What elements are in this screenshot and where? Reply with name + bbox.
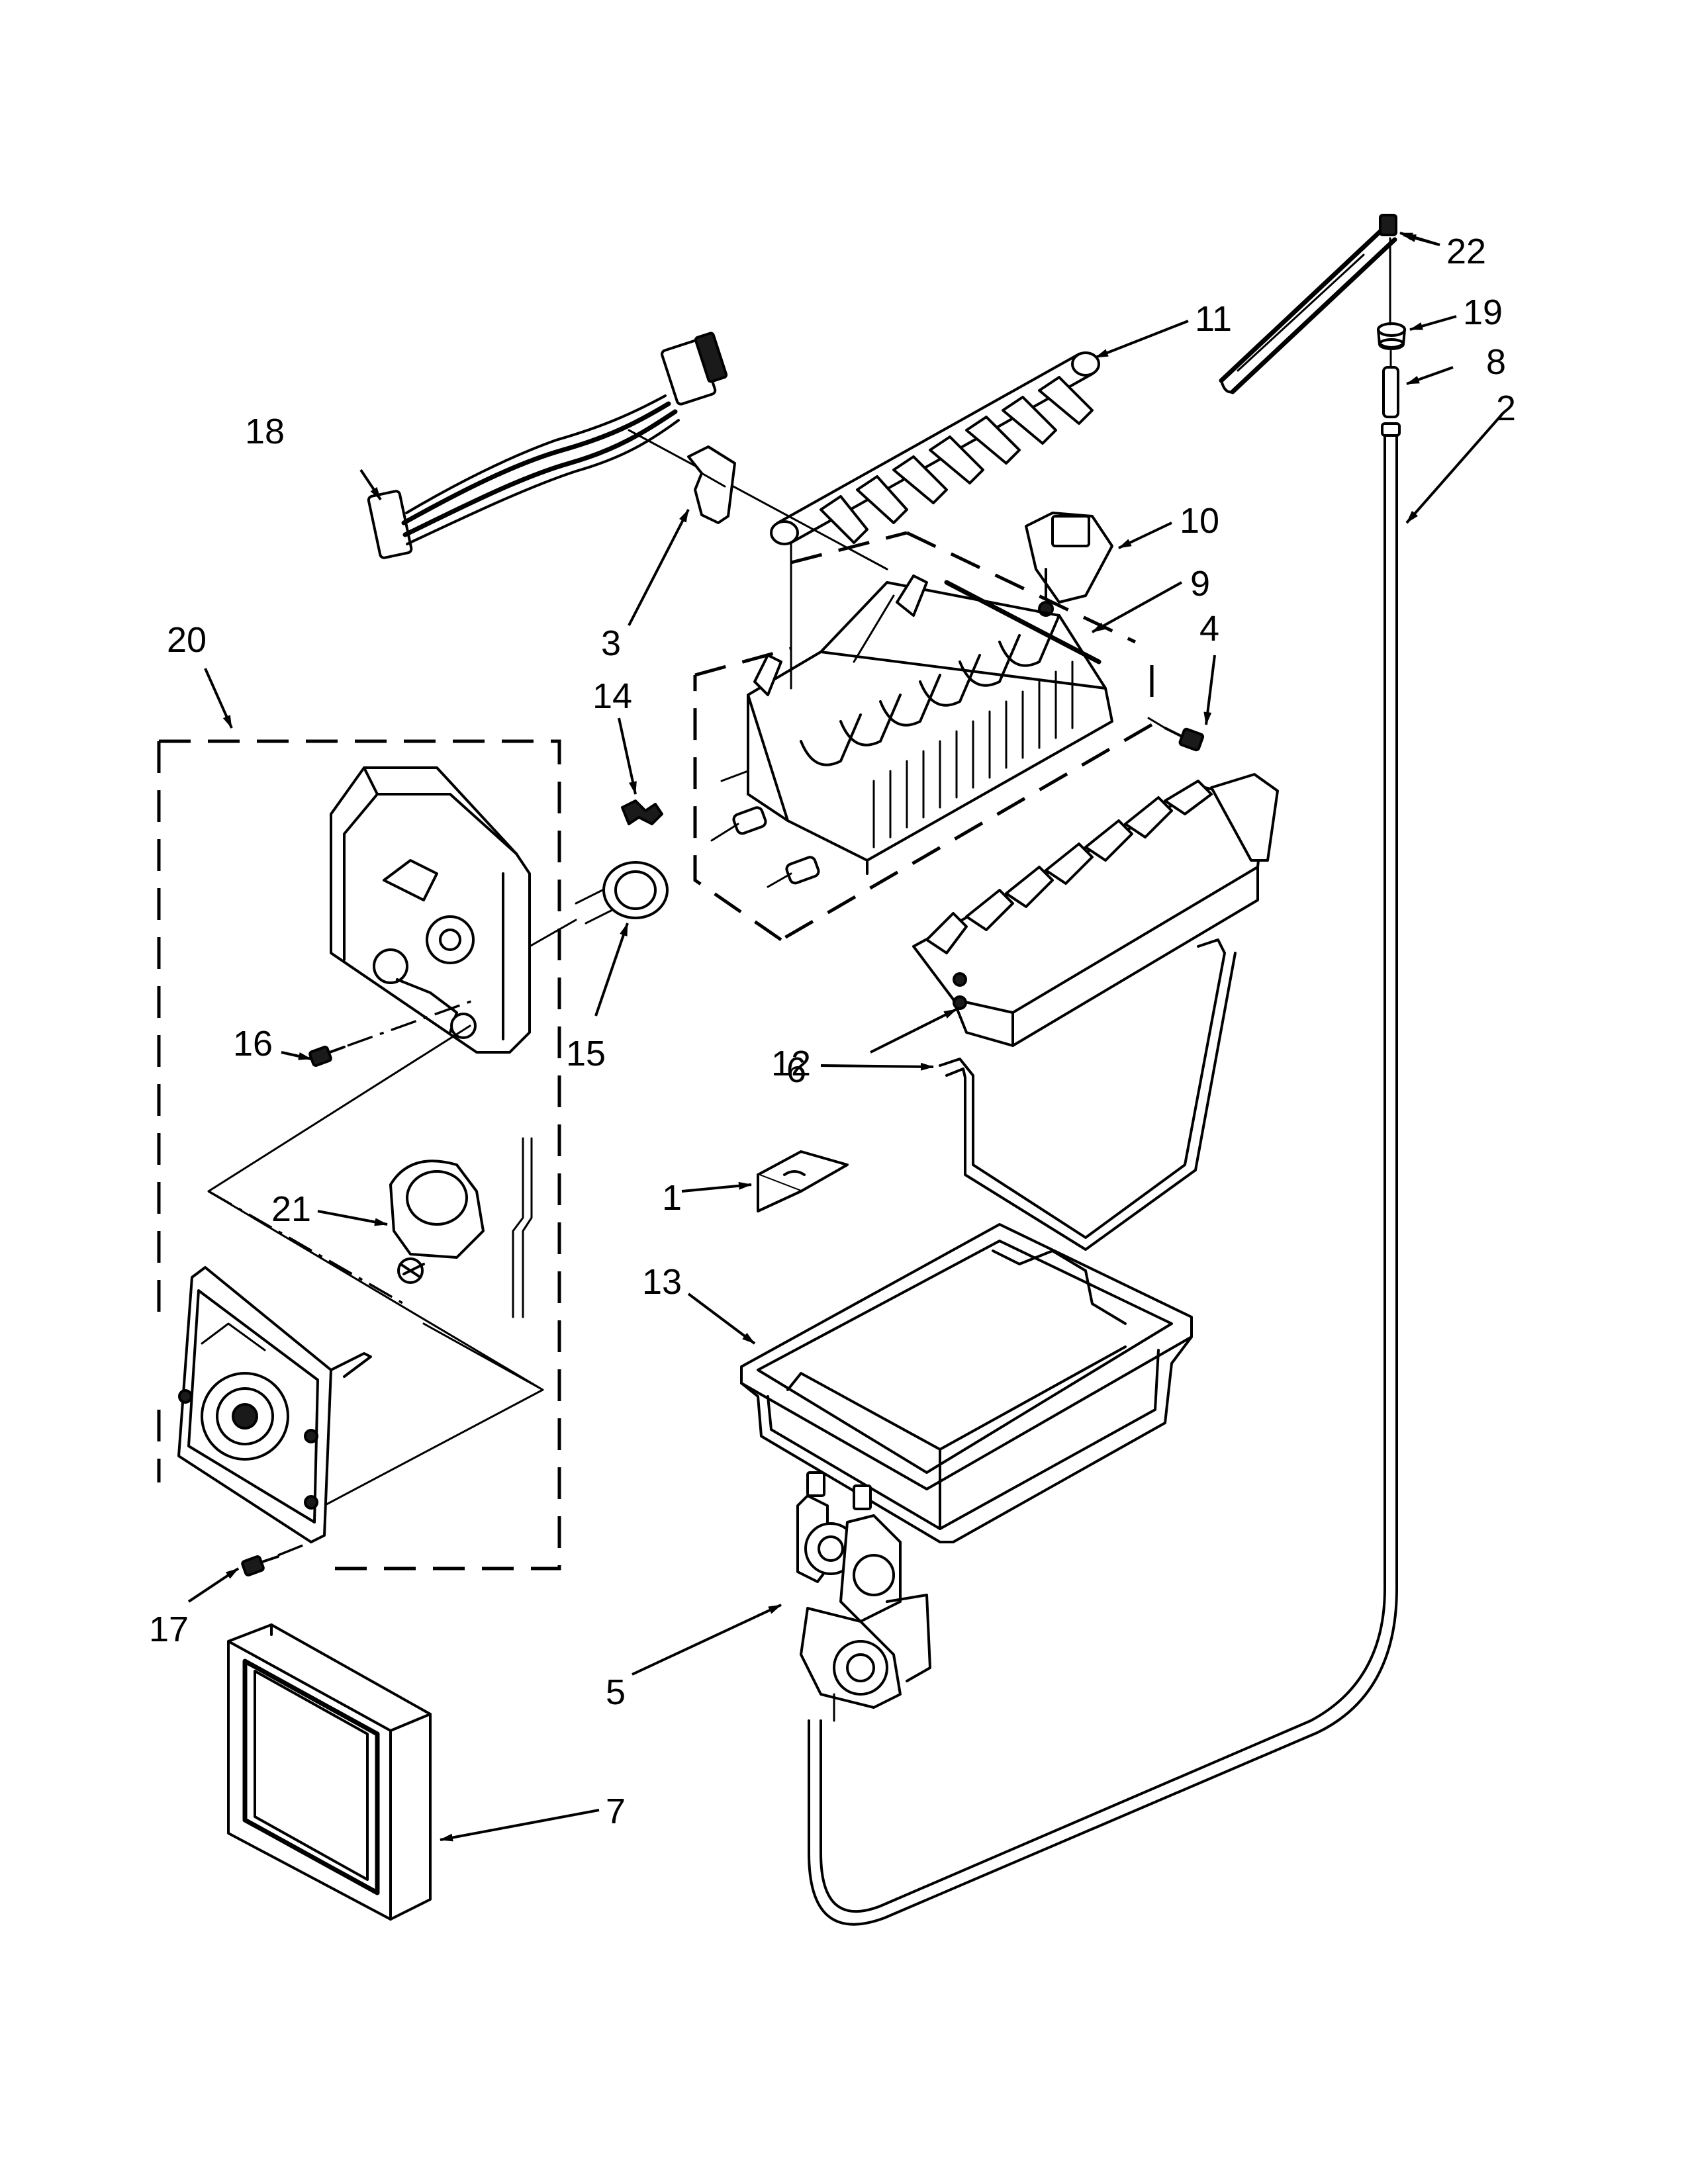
- callout-7: 7: [606, 1792, 626, 1831]
- leader-lines: [187, 232, 1504, 1842]
- callout-14: 14: [592, 676, 632, 716]
- ice-bin-part-13: [740, 1223, 1193, 1543]
- callout-17: 17: [149, 1610, 189, 1649]
- callout-21: 21: [271, 1189, 311, 1229]
- module-cover: [177, 1266, 372, 1543]
- callout-10: 10: [1180, 501, 1219, 541]
- bracket-part-1: [757, 1150, 849, 1212]
- ice-maker-assembly-boundary: [693, 531, 1154, 942]
- grommet-part-19: [1377, 322, 1406, 350]
- callout-22: 22: [1446, 232, 1486, 271]
- bracket-part-10: [1025, 512, 1113, 617]
- callout-5: 5: [606, 1672, 626, 1712]
- screw-part-16: [308, 1046, 346, 1067]
- callout-labels: 22 19 8 2 11 18 10 9 4 3 20 14 15 16 12 …: [149, 232, 1516, 1831]
- callout-20: 20: [167, 620, 207, 660]
- thermostat-part-15: [528, 861, 669, 948]
- clip-part-14: [621, 799, 663, 825]
- water-valve-part-5: [796, 1471, 931, 1722]
- callout-19: 19: [1463, 293, 1503, 332]
- shutoff-arm-part-6: [939, 938, 1237, 1251]
- clip-part-3: [687, 445, 736, 524]
- screw-16-axis: [347, 998, 477, 1047]
- callout-3: 3: [601, 623, 621, 663]
- callout-12: 12: [771, 1044, 811, 1083]
- callout-1: 1: [662, 1178, 682, 1218]
- water-tube-part-2: [808, 422, 1401, 1926]
- module-construction-lines: [207, 1024, 544, 1510]
- module-assembly-boundary-part-20: [157, 739, 561, 1570]
- cover-block-part-7: [227, 1623, 432, 1921]
- callout-6: 6: [786, 1050, 806, 1090]
- sleeve-part-8: [1382, 349, 1399, 418]
- callout-15: 15: [566, 1034, 606, 1073]
- module-center-axis: [208, 1190, 404, 1305]
- callout-18: 18: [245, 412, 285, 451]
- control-module-housing: [330, 766, 531, 1054]
- motor-part-21: [389, 1137, 533, 1318]
- callout-8: 8: [1486, 342, 1506, 382]
- screw-part-17: [241, 1541, 312, 1576]
- callout-16: 16: [233, 1024, 273, 1064]
- screw-part-4: [1147, 717, 1205, 752]
- wire-harness-part-18: [367, 332, 888, 570]
- ejector-part-11: [770, 351, 1100, 545]
- callout-11: 11: [1195, 299, 1232, 339]
- ice-maker-body-part-9: [710, 574, 1113, 888]
- fill-tube-part-22: [1219, 214, 1397, 394]
- callout-4: 4: [1199, 609, 1219, 649]
- callout-13: 13: [642, 1262, 682, 1302]
- callout-9: 9: [1190, 564, 1210, 604]
- callout-2: 2: [1496, 388, 1516, 428]
- stripper-part-12: [912, 773, 1279, 1047]
